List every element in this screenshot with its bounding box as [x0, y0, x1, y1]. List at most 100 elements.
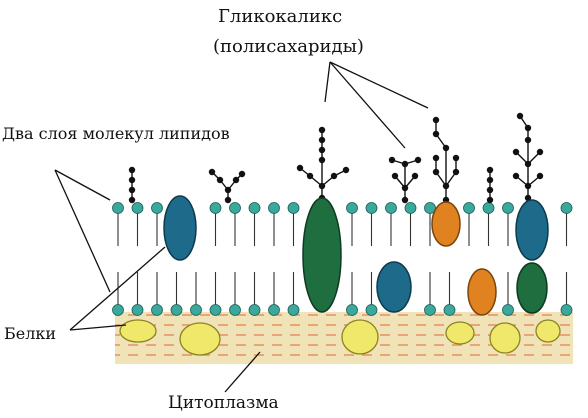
protein-yellow-3	[341, 319, 379, 355]
sugar-unit	[128, 196, 136, 204]
lipid-head-inner	[560, 304, 573, 316]
leader-line-icon	[324, 61, 331, 103]
sugar-unit	[516, 112, 524, 120]
lipid-head-outer	[365, 202, 378, 214]
lipid-bilayer	[112, 202, 573, 316]
lipid-head-outer	[385, 202, 397, 214]
lipid-head-outer	[248, 202, 261, 214]
sugar-unit	[306, 172, 314, 180]
sugar-unit	[391, 172, 399, 180]
lipid-head-inner	[229, 304, 241, 316]
sugar-unit	[232, 176, 240, 184]
lipid-head-inner	[248, 304, 261, 316]
sugar-unit	[296, 164, 304, 172]
sugar-unit	[224, 186, 232, 194]
sugar-unit	[401, 160, 409, 168]
protein-yellow-6	[535, 319, 561, 343]
sugar-unit	[414, 156, 422, 164]
lipid-head-inner	[151, 304, 163, 316]
sugar-unit	[128, 166, 136, 174]
lipid-head-inner	[346, 304, 358, 316]
sugar-unit	[128, 186, 136, 194]
lipid-head-inner	[190, 304, 202, 316]
sugar-unit	[208, 168, 216, 176]
lipid-head-outer	[482, 202, 495, 214]
sugar-unit	[432, 116, 440, 124]
lipid-head-inner	[131, 304, 144, 316]
protein-transmembrane-green	[302, 197, 342, 313]
lipid-head-outer	[287, 202, 300, 214]
lipid-head-inner	[268, 304, 280, 316]
lipid-bilayer-label: Два слоя молекул липидов	[2, 124, 230, 143]
sugar-unit	[452, 154, 460, 162]
glycocalyx-label: Гликокаликс	[218, 6, 343, 27]
lipid-head-inner	[287, 304, 300, 316]
lipid-head-outer	[463, 202, 475, 214]
protein-yellow-1	[119, 319, 157, 343]
leader-line-icon	[329, 61, 429, 109]
sugar-unit	[512, 148, 520, 156]
sugar-unit	[128, 176, 136, 184]
protein-green-right	[516, 262, 548, 314]
sugar-unit	[486, 166, 494, 174]
protein-yellow-5	[489, 322, 521, 354]
sugar-unit	[318, 126, 326, 134]
lipid-head-outer	[502, 202, 514, 214]
lipid-head-outer	[560, 202, 573, 214]
sugar-unit	[524, 160, 532, 168]
sugar-unit	[432, 168, 440, 176]
sugar-unit	[401, 196, 409, 204]
sugar-unit	[238, 170, 246, 178]
protein-blue-bottom	[376, 261, 412, 313]
protein-orange-top	[431, 201, 461, 247]
sugar-unit	[342, 166, 350, 174]
leader-line-icon	[69, 324, 127, 331]
sugar-unit	[512, 172, 520, 180]
sugar-unit	[401, 184, 409, 192]
lipid-head-inner	[424, 304, 436, 316]
sugar-unit	[318, 146, 326, 154]
sugar-unit	[318, 136, 326, 144]
proteins-label: Белки	[4, 324, 57, 343]
leader-line-icon	[54, 169, 111, 293]
lipid-head-outer	[131, 202, 144, 214]
proteins	[119, 195, 561, 356]
lipid-head-inner	[209, 304, 222, 316]
lipid-head-outer	[209, 202, 222, 214]
sugar-unit	[536, 148, 544, 156]
glycocalyx-chains	[128, 112, 544, 204]
lipid-head-outer	[404, 202, 417, 214]
lipid-head-outer	[346, 202, 358, 214]
sugar-unit	[432, 130, 440, 138]
lipid-head-inner	[443, 304, 456, 316]
lipid-head-inner	[365, 304, 378, 316]
leader-line-icon	[69, 246, 166, 331]
lipid-head-outer	[229, 202, 241, 214]
lipid-head-outer	[151, 202, 163, 214]
sugar-unit	[524, 182, 532, 190]
leader-line-icon	[329, 61, 406, 149]
sugar-unit	[330, 172, 338, 180]
lipid-head-inner	[112, 304, 124, 316]
sugar-unit	[224, 196, 232, 204]
sugar-unit	[524, 136, 532, 144]
leader-line-icon	[54, 169, 111, 201]
sugar-unit	[388, 156, 396, 164]
sugar-unit	[216, 176, 224, 184]
leader-line-icon	[224, 351, 261, 393]
lipid-head-outer	[268, 202, 280, 214]
protein-yellow-4	[445, 321, 475, 345]
lipid-head-outer	[112, 202, 124, 214]
sugar-unit	[318, 182, 326, 190]
sugar-unit	[442, 144, 450, 152]
polysaccharides-label: (полисахариды)	[213, 36, 364, 57]
lipid-head-inner	[502, 304, 514, 316]
protein-blue-top	[163, 195, 197, 261]
sugar-unit	[486, 186, 494, 194]
protein-yellow-2	[179, 322, 221, 356]
sugar-unit	[432, 154, 440, 162]
sugar-unit	[524, 124, 532, 132]
sugar-unit	[442, 182, 450, 190]
sugar-unit	[486, 196, 494, 204]
leader-lines	[54, 61, 429, 393]
